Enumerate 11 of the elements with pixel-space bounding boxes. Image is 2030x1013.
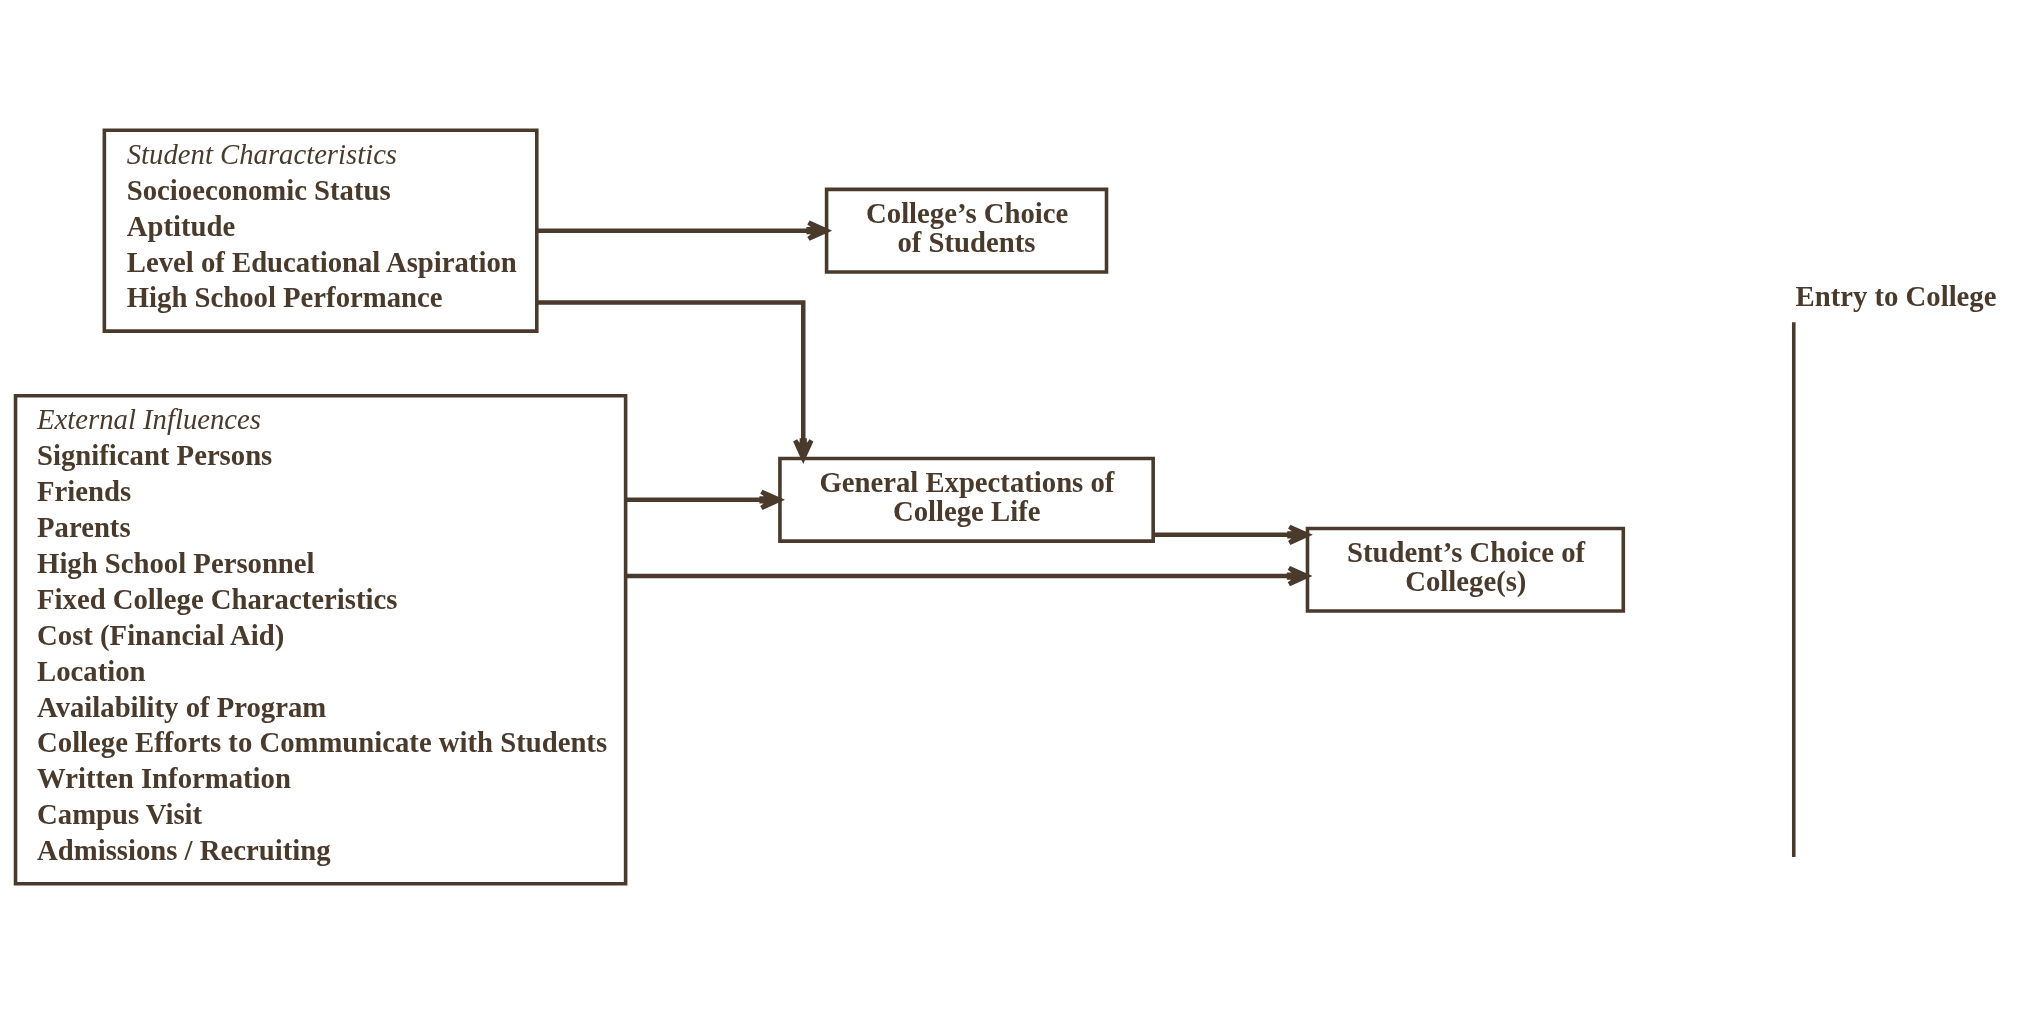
- node-box: External Influences Significant Persons Friends Parents High School Personnel Fixed College Characteristics Cost (Financial Aid) Location Availability of Program College Efforts to Communicate with Students Written Information Campus Visit Admissions / Recruiting: [13, 393, 628, 886]
- arrow: [626, 489, 782, 510]
- label: Entry to College: [1795, 279, 1997, 312]
- node-box: Student Characteristics Socioeconomic Status Aptitude Level of Educational Aspiration High School Performance: [102, 127, 539, 333]
- node-box: General Expectations of College Life: [778, 456, 1155, 543]
- arrow: [1153, 524, 1310, 545]
- arrow: [537, 219, 829, 241]
- node-box: College’s Choice of Students: [824, 187, 1109, 274]
- arrow: [625, 565, 1310, 586]
- arrow: [537, 299, 814, 461]
- node-box: Student’s Choice of College(s): [1305, 526, 1626, 613]
